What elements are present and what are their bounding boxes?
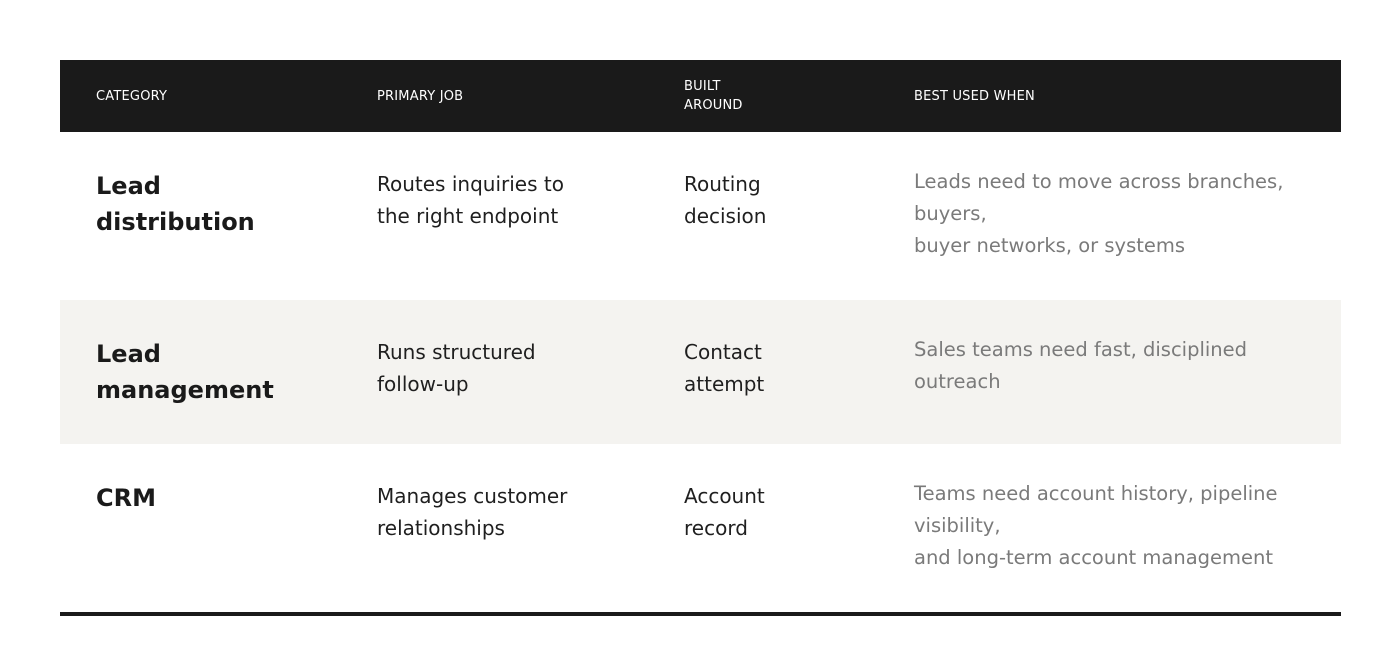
header-category: CATEGORY [96,88,168,104]
table-bottom-rule [60,612,1341,616]
row-best-used-when: Sales teams need fast, disciplined outre… [914,338,1248,393]
row-best-used-when: Teams need account history, pipeline vis… [914,482,1278,569]
comparison-table: CATEGORY PRIMARY JOB BUILT AROUND BEST U… [60,60,1341,616]
row-built-around: Contact attempt [684,340,765,396]
row-category: Lead distribution [96,172,255,236]
table-row: Lead distribution Routes inquiries to th… [60,132,1341,300]
table-row: Lead management Runs structured follow-u… [60,300,1341,444]
table-header: CATEGORY PRIMARY JOB BUILT AROUND BEST U… [60,60,1341,132]
row-primary-job: Runs structured follow-up [377,340,536,396]
table-row: CRM Manages customer relationships Accou… [60,444,1341,612]
row-category: CRM [96,484,156,512]
row-primary-job: Manages customer relationships [377,484,568,540]
row-category: Lead management [96,340,274,404]
row-best-used-when: Leads need to move across branches, buye… [914,170,1284,257]
header-primary-job: PRIMARY JOB [377,88,464,104]
row-primary-job: Routes inquiries to the right endpoint [377,172,564,228]
header-built-around: BUILT AROUND [684,79,743,113]
row-built-around: Routing decision [684,172,767,228]
row-built-around: Account record [684,484,765,540]
header-best-used-when: BEST USED WHEN [914,88,1035,104]
